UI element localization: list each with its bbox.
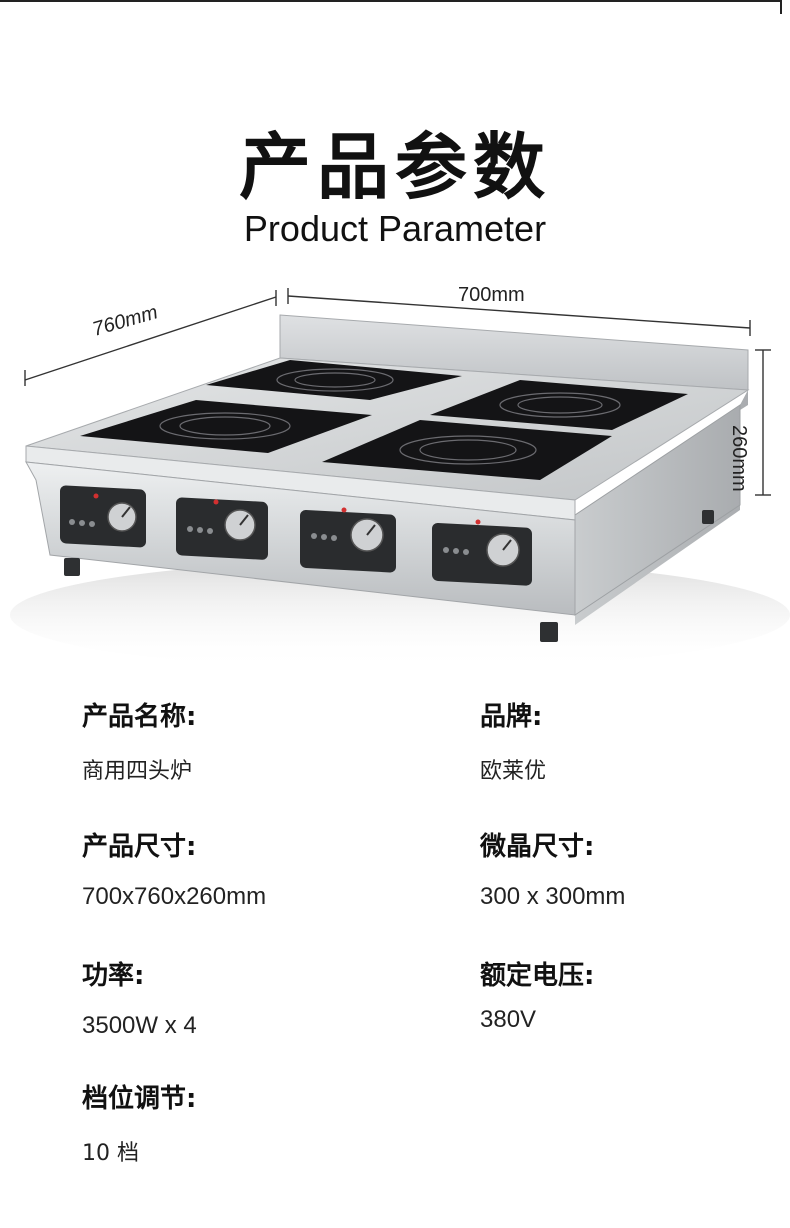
spec-power: 功率: 3500W x 4 bbox=[82, 955, 197, 1040]
spec-value-size: 700x760x260mm bbox=[82, 883, 267, 910]
spec-product-name: 产品名称: 商用四头炉 bbox=[82, 696, 196, 785]
spec-label-crystal: 微晶尺寸: bbox=[480, 832, 595, 862]
glass-zone-front-left bbox=[80, 400, 372, 453]
glass-zone-back-left bbox=[206, 360, 462, 400]
spec-voltage: 额定电压: 380V bbox=[480, 955, 594, 1034]
indicator-lights bbox=[93, 493, 481, 525]
spec-value-gear: 10 档 bbox=[82, 1141, 139, 1166]
spec-brand: 品牌: 欧莱优 bbox=[480, 696, 546, 785]
spec-crystal-size: 微晶尺寸: 300 x 300mm bbox=[480, 826, 625, 911]
spec-value-crystal: 300 x 300mm bbox=[480, 883, 626, 910]
glass-zones bbox=[80, 360, 688, 480]
spec-gear: 档位调节: 10 档 bbox=[82, 1078, 196, 1167]
product-illustration: 760mm 700mm 260mm bbox=[0, 270, 790, 670]
glass-zone-front-right bbox=[322, 420, 612, 480]
control-panel-1 bbox=[60, 485, 146, 548]
burner-rings bbox=[159, 368, 621, 465]
feet bbox=[64, 510, 714, 642]
dimension-lines bbox=[24, 288, 771, 496]
spec-value-power: 3500W x 4 bbox=[82, 1012, 197, 1039]
spec-label-name: 产品名称: bbox=[82, 702, 197, 732]
spec-product-size: 产品尺寸: 700x760x260mm bbox=[82, 826, 266, 911]
top-border-corner bbox=[780, 0, 782, 14]
page-title-english: Product Parameter bbox=[243, 208, 547, 249]
spec-label-power: 功率: bbox=[82, 961, 145, 991]
spec-label-brand: 品牌: bbox=[480, 702, 543, 732]
spec-value-voltage: 380V bbox=[480, 1006, 537, 1033]
panel-buttons bbox=[69, 519, 469, 555]
spec-label-voltage: 额定电压: bbox=[480, 961, 595, 991]
height-dimension-label: 260mm bbox=[728, 425, 750, 492]
knob-indicators bbox=[121, 506, 512, 551]
spec-value-name: 商用四头炉 bbox=[82, 759, 193, 784]
spec-label-size: 产品尺寸: bbox=[82, 832, 197, 862]
glass-zone-back-right bbox=[430, 380, 688, 430]
page-title-chinese: 产品参数 bbox=[238, 125, 551, 209]
width-dimension-label: 700mm bbox=[458, 284, 525, 306]
spec-value-brand: 欧莱优 bbox=[480, 759, 547, 784]
top-border-line bbox=[0, 0, 780, 2]
spec-label-gear: 档位调节: bbox=[82, 1084, 197, 1114]
induction-cooker-image bbox=[10, 288, 790, 670]
